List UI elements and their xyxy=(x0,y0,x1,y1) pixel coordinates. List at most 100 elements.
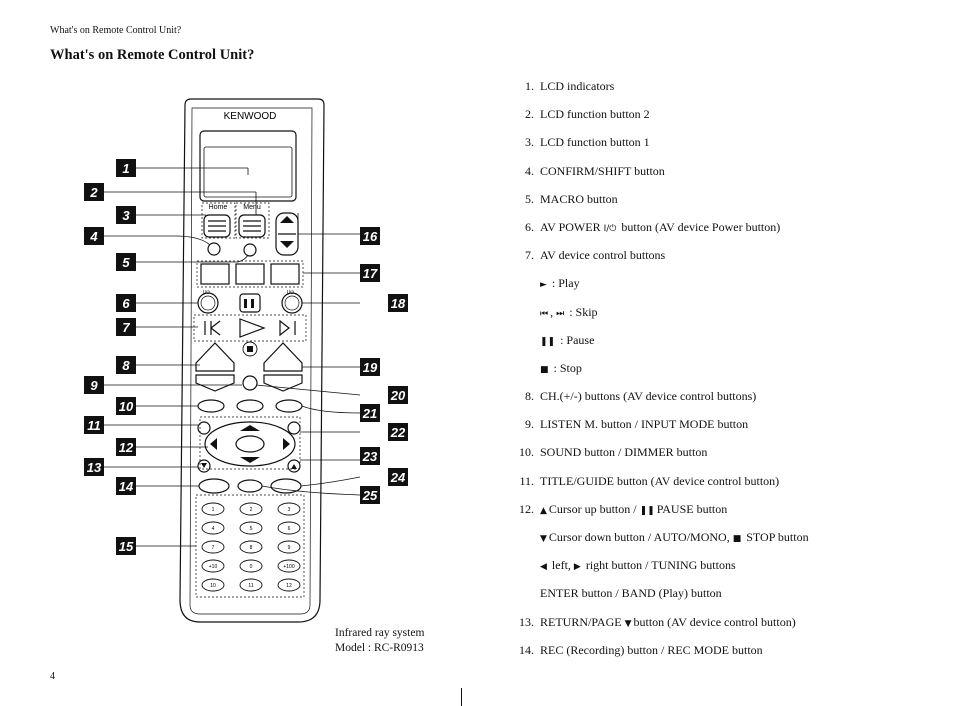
numeric-key[interactable] xyxy=(277,540,301,554)
power-icon: I/⏻ xyxy=(603,223,617,234)
numeric-key-label: 7 xyxy=(212,545,215,551)
callout-number: 12 xyxy=(119,440,134,455)
numeric-key[interactable] xyxy=(239,540,263,554)
numeric-key[interactable] xyxy=(239,578,263,592)
callout-number: 6 xyxy=(122,296,130,311)
cursor-up-icon: ▲ xyxy=(540,505,547,516)
callout-badge xyxy=(116,294,136,312)
legend-item: ENTER button / BAND (Play) button xyxy=(540,586,722,601)
caption: Infrared ray system Model : RC-R0913 xyxy=(335,626,424,656)
remote-control-diagram: KENWOOD Home Menu I/⏻ I/⏻ 123456789+100+… xyxy=(84,98,408,623)
numeric-key[interactable] xyxy=(239,502,263,516)
callout-number: 22 xyxy=(390,425,406,440)
cursor-right-icon: ▶ xyxy=(573,562,581,573)
numeric-key-label: 6 xyxy=(288,526,291,532)
callout-number: 17 xyxy=(363,266,378,281)
callout-badge xyxy=(116,206,136,224)
numeric-key-label: 3 xyxy=(288,507,291,513)
legend-item: ◀ left, ▶ right button / TUNING buttons xyxy=(512,555,942,583)
center-oval-button xyxy=(237,479,263,493)
rec-side-button xyxy=(287,459,301,473)
callout-number: 13 xyxy=(87,460,102,475)
remote-brand: KENWOOD xyxy=(224,111,277,122)
callout-badge xyxy=(388,386,408,404)
callout-badge xyxy=(388,423,408,441)
callout-number: 1 xyxy=(122,161,129,176)
callout-number: 11 xyxy=(87,418,101,433)
callout-number: 18 xyxy=(391,296,406,311)
callout-number: 5 xyxy=(122,255,130,270)
callout-number: 15 xyxy=(119,539,134,554)
legend-item: 5.MACRO button xyxy=(525,191,618,206)
ch-down-left xyxy=(195,374,235,392)
numeric-key-label: 4 xyxy=(212,526,215,532)
numeric-key[interactable] xyxy=(201,502,225,516)
legend-list: 1.LCD indicators 2.LCD function button 2… xyxy=(512,76,942,668)
macro-button xyxy=(243,243,257,257)
ch-up-left xyxy=(195,342,235,372)
numeric-key[interactable] xyxy=(277,521,301,535)
lcd-function-button-1 xyxy=(203,214,231,238)
callout-badge xyxy=(84,227,104,245)
title-guide-button xyxy=(275,399,303,413)
callout-number: 7 xyxy=(122,320,130,335)
power-mark-right: I/⏻ xyxy=(287,290,294,296)
callout-number: 10 xyxy=(119,399,134,414)
callout-number: 14 xyxy=(119,479,134,494)
legend-item: 13.RETURN/PAGE ▼button (AV device contro… xyxy=(512,612,942,640)
numeric-key[interactable] xyxy=(239,559,263,573)
callout-badge xyxy=(360,227,380,245)
source-button-2 xyxy=(235,263,265,285)
gutter-line xyxy=(461,688,462,706)
ch-up-right xyxy=(263,342,303,372)
numeric-key[interactable] xyxy=(201,521,225,535)
numeric-key-label: 5 xyxy=(250,526,253,532)
enter-button xyxy=(235,435,265,453)
legend-item: 4.CONFIRM/SHIFT button xyxy=(525,163,665,178)
lcd-frame xyxy=(199,130,297,202)
callout-number: 16 xyxy=(363,229,378,244)
caption-line-1: Infrared ray system xyxy=(335,627,425,639)
callout-badge xyxy=(360,264,380,282)
numeric-key[interactable] xyxy=(277,559,301,573)
pause-icon: ❚❚ xyxy=(639,505,655,516)
numeric-key-label: +10 xyxy=(209,564,218,570)
legend-item: ▼Cursor down button / AUTO/MONO, ■ STOP … xyxy=(512,527,942,555)
remote-body-inner xyxy=(189,107,313,615)
legend-item: 10.SOUND button / DIMMER button xyxy=(519,445,708,460)
numeric-key[interactable] xyxy=(201,578,225,592)
skip-back-icon: ⏮ xyxy=(540,308,549,319)
numeric-key[interactable] xyxy=(277,502,301,516)
numeric-key-label: 2 xyxy=(250,507,253,513)
numeric-key[interactable] xyxy=(277,578,301,592)
numeric-key[interactable] xyxy=(201,559,225,573)
stop-icon: ■ xyxy=(732,534,742,544)
page-title: What's on Remote Control Unit? xyxy=(50,47,255,63)
listen-mode-button xyxy=(242,375,258,391)
stop-button xyxy=(242,341,258,357)
numeric-key-label: +100 xyxy=(283,564,294,570)
numeric-key[interactable] xyxy=(201,540,225,554)
power-mark-left: I/⏻ xyxy=(203,290,210,296)
legend-item: ⏮, ⏭ : Skip xyxy=(512,302,942,330)
legend-item: 8.CH.(+/-) buttons (AV device control bu… xyxy=(525,389,757,404)
skip-forward-icon: ⏭ xyxy=(556,308,565,319)
cursor-down-icon: ▼ xyxy=(540,534,547,544)
callout-badge xyxy=(116,318,136,336)
callout-badge xyxy=(388,468,408,486)
legend-item: 9.LISTEN M. button / INPUT MODE button xyxy=(525,417,749,432)
caption-line-2: Model : RC-R0913 xyxy=(335,642,424,654)
rec-button xyxy=(198,478,230,494)
cursor-pad xyxy=(204,421,296,467)
lcd-label-home: Home xyxy=(209,204,228,211)
numeric-key-label: 9 xyxy=(288,545,291,551)
callout-number: 25 xyxy=(362,488,378,503)
confirm-shift-button xyxy=(207,242,221,256)
numeric-key[interactable] xyxy=(239,521,263,535)
callout-badge xyxy=(360,404,380,422)
callout-number: 20 xyxy=(390,388,406,403)
callout-number: 4 xyxy=(89,229,98,244)
callout-badge xyxy=(84,376,104,394)
numeric-key-label: 10 xyxy=(210,583,216,589)
legend-item: 1.LCD indicators xyxy=(525,79,615,93)
